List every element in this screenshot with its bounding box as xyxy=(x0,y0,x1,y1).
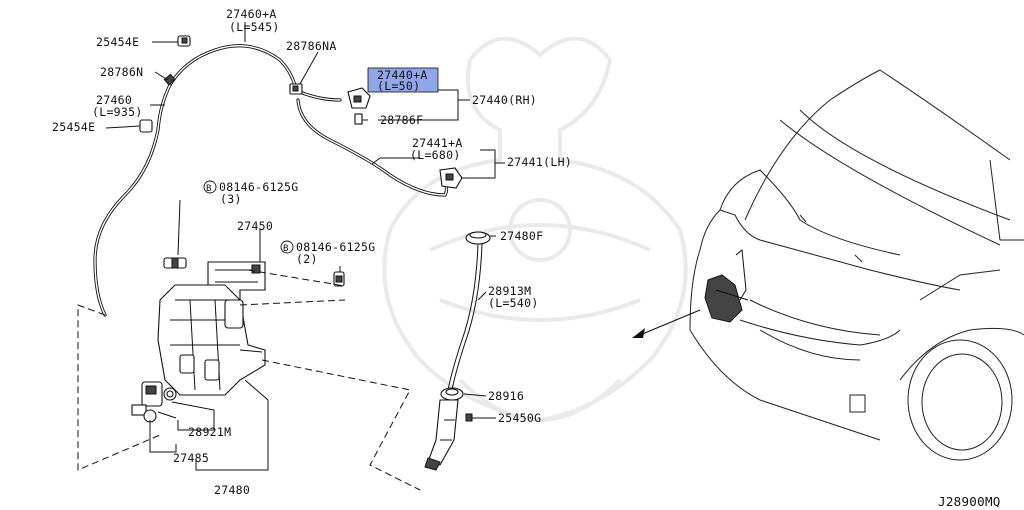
label-27480[interactable]: 27480 xyxy=(214,483,250,497)
label-27460-length: (L=935) xyxy=(92,105,143,119)
bolt-marker-circle-2 xyxy=(280,240,294,254)
label-28786n[interactable]: 28786N xyxy=(100,65,143,79)
label-bolt-qty-a: (3) xyxy=(220,192,242,206)
hose-27441a xyxy=(296,98,449,197)
seal-28916[interactable] xyxy=(440,387,464,401)
grommet-27485[interactable] xyxy=(163,387,177,401)
washer-tank-27480[interactable] xyxy=(157,284,266,396)
label-27441a[interactable]: 27441+A xyxy=(412,136,463,150)
hose-27440a xyxy=(298,90,342,102)
label-28913m[interactable]: 28913M xyxy=(488,284,531,298)
nozzle-27440-rh[interactable] xyxy=(347,87,371,125)
label-25454e-left[interactable]: 25454E xyxy=(52,120,95,134)
label-27480f[interactable]: 27480F xyxy=(500,229,543,243)
nozzle-27441-lh[interactable] xyxy=(439,167,463,189)
label-28921m[interactable]: 28921M xyxy=(188,425,231,439)
bolt-marker-1: B xyxy=(206,184,212,194)
label-25454e-top[interactable]: 25454E xyxy=(96,35,139,49)
assembly-outline xyxy=(77,269,421,491)
diagram-code: J28900MQ xyxy=(938,494,1001,509)
vehicle-illustration xyxy=(632,69,1024,461)
label-28786f[interactable]: 28786F xyxy=(380,113,423,127)
label-27440-rh[interactable]: 27440(RH) xyxy=(472,93,537,107)
bolt-08146-2[interactable] xyxy=(333,271,345,287)
label-28913m-length: (L=540) xyxy=(488,296,539,310)
label-27441-lh[interactable]: 27441(LH) xyxy=(507,155,572,169)
labels: 27460+A (L=545) 25454E 28786NA 28786N 27… xyxy=(52,7,1001,509)
hose-27460 xyxy=(93,83,172,317)
bolt-marker-2: B xyxy=(283,244,289,254)
label-27440a-length: (L=50) xyxy=(377,79,420,93)
label-bolt-08146-b[interactable]: 08146-6125G xyxy=(296,240,375,254)
filler-neck[interactable] xyxy=(424,399,459,471)
leader-lines xyxy=(105,22,505,471)
clip-25454e-left[interactable] xyxy=(139,119,153,133)
label-28786na[interactable]: 28786NA xyxy=(286,39,337,53)
label-27450[interactable]: 27450 xyxy=(237,219,273,233)
pump-28921m[interactable] xyxy=(131,381,163,423)
connector-28786n[interactable] xyxy=(163,73,176,86)
arrow-head xyxy=(632,328,645,338)
cap-27480f[interactable] xyxy=(465,231,491,245)
label-27440a[interactable]: 27440+A xyxy=(377,68,428,82)
bolt-marker-circle-1 xyxy=(203,180,217,194)
watermark-logo xyxy=(382,36,688,423)
label-bolt-08146-a[interactable]: 08146-6125G xyxy=(219,180,298,194)
bolt-08146-3[interactable] xyxy=(163,199,187,269)
label-28916[interactable]: 28916 xyxy=(488,389,524,403)
connector-28786na[interactable] xyxy=(289,83,303,95)
label-bolt-qty-b: (2) xyxy=(296,252,318,266)
tube-28913m[interactable] xyxy=(447,243,483,391)
label-27460a-length: (L=545) xyxy=(229,20,280,34)
vehicle-tank-detail xyxy=(704,249,749,323)
label-27460a[interactable]: 27460+A xyxy=(226,7,277,21)
label-27441a-length: (L=680) xyxy=(410,148,461,162)
label-27485[interactable]: 27485 xyxy=(173,451,209,465)
highlight-27440a[interactable] xyxy=(367,67,439,93)
label-27460[interactable]: 27460 xyxy=(96,93,132,107)
hose-27460a xyxy=(168,44,297,87)
clip-25450g[interactable] xyxy=(465,413,473,422)
label-25450g[interactable]: 25450G xyxy=(498,411,541,425)
clip-25454e-top[interactable] xyxy=(177,35,191,47)
